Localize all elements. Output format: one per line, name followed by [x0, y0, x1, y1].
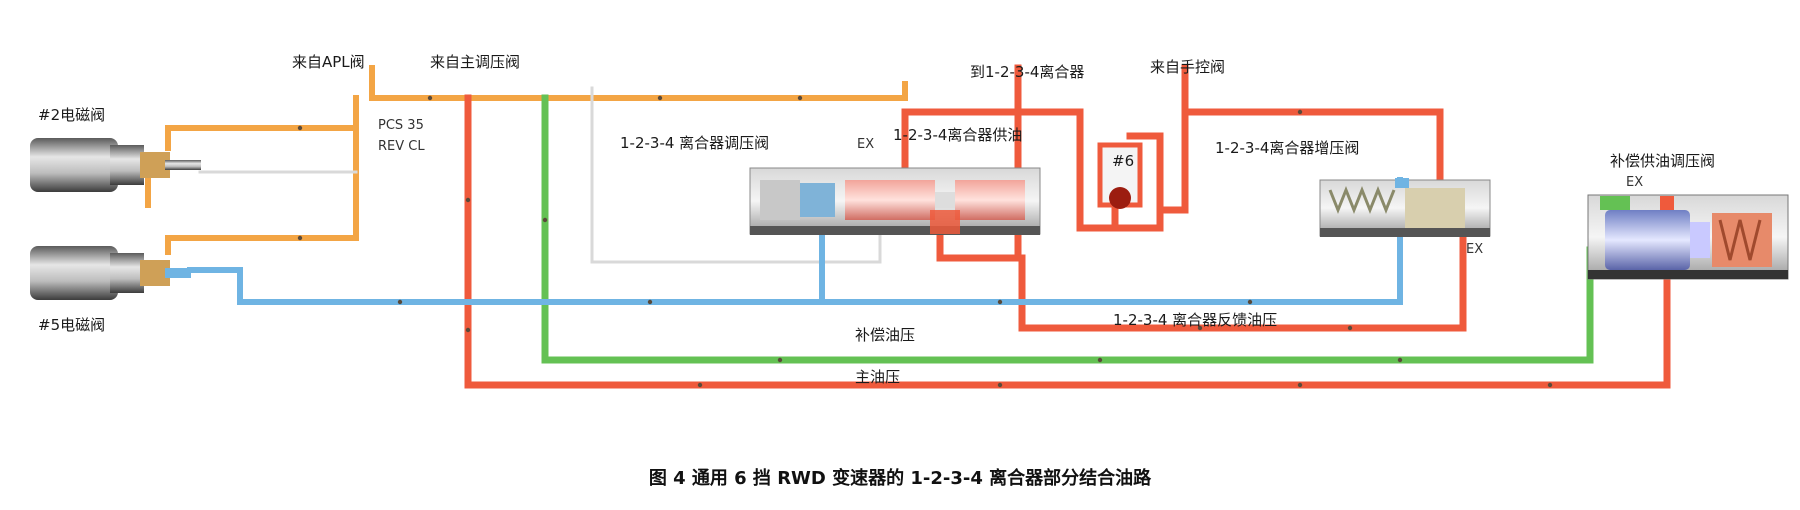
label-main-pressure: 主油压	[855, 368, 900, 386]
label-clutch-supply: 1-2-3-4离合器供油	[893, 126, 1022, 144]
exhaust-lines	[198, 86, 882, 264]
label-clutch-feedback-pressure: 1-2-3-4 离合器反馈油压	[1113, 311, 1277, 329]
label-exhaust-2: EX	[1466, 242, 1483, 257]
label-pcs35: PCS 35	[378, 118, 424, 133]
label-clutch-boost-valve: 1-2-3-4离合器增压阀	[1215, 139, 1359, 157]
label-compensation-pressure: 补偿油压	[855, 326, 915, 344]
label-from-apl: 来自APL阀	[292, 53, 365, 71]
label-check-ball-6: #6	[1112, 152, 1134, 170]
compensation-supply-regulator-valve	[1587, 194, 1789, 280]
figure-caption: 图 4 通用 6 挡 RWD 变速器的 1-2-3-4 离合器部分结合油路	[649, 467, 1152, 489]
label-solenoid-5: #5电磁阀	[38, 316, 105, 334]
label-exhaust-3: EX	[1626, 175, 1643, 190]
clutch-regulator-valve	[749, 167, 1041, 235]
label-to-clutch: 到1-2-3-4离合器	[970, 63, 1084, 81]
clutch-boost-valve	[1319, 178, 1491, 237]
label-rev-cl: REV CL	[378, 139, 425, 154]
label-clutch-regulator-valve: 1-2-3-4 离合器调压阀	[620, 134, 769, 152]
solenoid-2	[30, 138, 201, 192]
solenoid-5	[30, 246, 191, 300]
pipe-markers	[297, 95, 1553, 388]
label-solenoid-2: #2电磁阀	[38, 106, 105, 124]
label-from-main-regulator: 来自主调压阀	[430, 53, 520, 71]
label-from-manual-valve: 来自手控阀	[1150, 58, 1225, 76]
label-compensation-supply-valve: 补偿供油调压阀	[1610, 152, 1715, 170]
check-ball-6	[1097, 142, 1143, 209]
label-exhaust-1: EX	[857, 137, 874, 152]
